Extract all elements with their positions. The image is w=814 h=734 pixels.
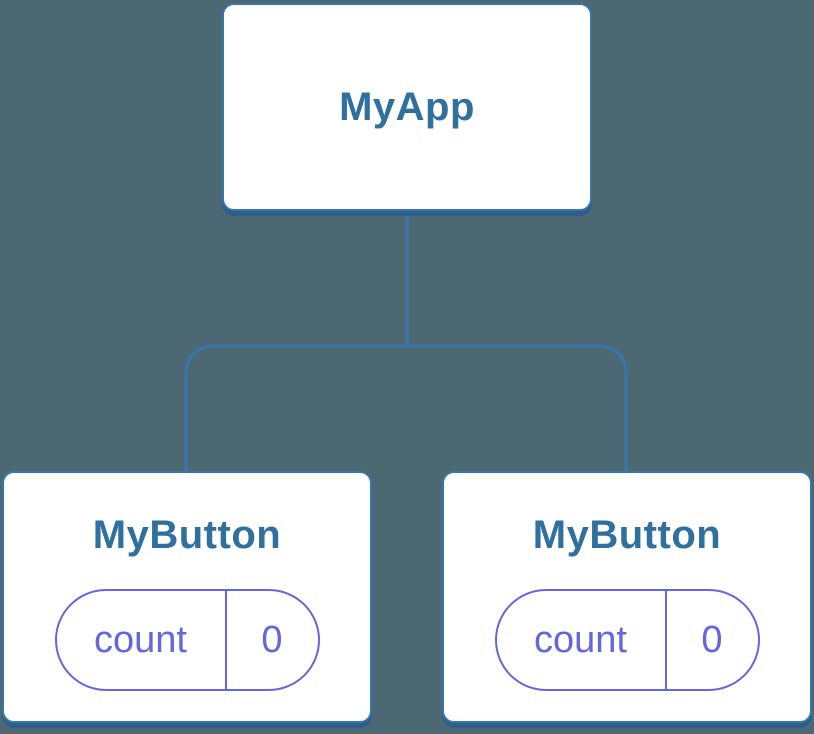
connector-branch [184, 344, 628, 480]
node-myapp: MyApp [222, 3, 592, 211]
state-key-label: count [534, 618, 627, 661]
state-pill-left: count 0 [54, 589, 320, 691]
node-mybutton-left: MyButton count 0 [2, 471, 372, 723]
node-mybutton-left-label: MyButton [92, 513, 282, 557]
state-pill-right: count 0 [494, 589, 760, 691]
state-pill-divider [224, 591, 227, 689]
node-mybutton-right-label: MyButton [532, 513, 722, 557]
node-mybutton-right: MyButton count 0 [442, 471, 812, 723]
state-key-label: count [94, 618, 187, 661]
node-myapp-label: MyApp [339, 85, 475, 129]
state-pill-divider [664, 591, 667, 689]
state-value: 0 [701, 618, 723, 661]
state-value: 0 [261, 618, 283, 661]
